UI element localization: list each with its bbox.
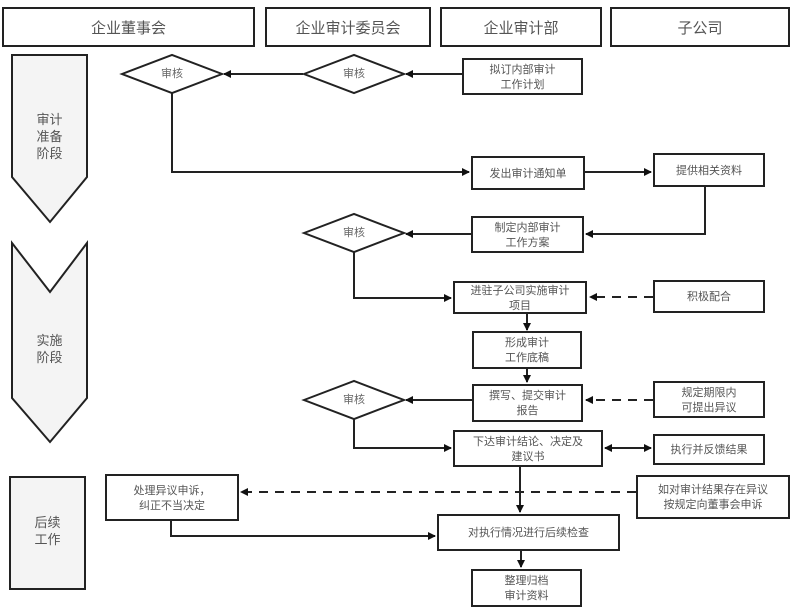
connector [170,521,436,540]
decision-label-committee-2: 审核 [343,226,365,239]
decision-label-committee-1: 审核 [343,67,365,80]
phase-label-preparation: 审计 准备 阶段 [36,113,63,162]
lane-header-subsidiary: 子公司 [610,7,790,47]
lane-header-audit-department: 企业审计部 [440,7,602,47]
decision-diamond-committee-2 [301,212,407,254]
step-execute-feedback: 执行并反馈结果 [653,434,765,465]
step-handle-appeal: 处理异议申诉， 纠正不当决定 [105,474,239,521]
decision-diamond-committee-1 [301,53,407,95]
connector [585,187,706,238]
connector [353,252,452,302]
decision-label-board: 审核 [161,67,183,80]
step-working-papers: 形成审计 工作底稿 [472,331,582,369]
step-archive: 整理归档 审计资料 [471,569,582,607]
decision-label-committee-3: 审核 [343,393,365,406]
step-enter-subsidiary: 进驻子公司实施审计 项目 [453,281,587,314]
lane-header-board: 企业董事会 [2,7,255,47]
step-cooperate: 积极配合 [653,280,765,313]
step-issue-notice: 发出审计通知单 [471,156,585,190]
step-draft-plan: 拟订内部审计 工作计划 [462,58,583,95]
step-make-program: 制定内部审计 工作方案 [471,216,584,253]
step-appeal-to-board: 如对审计结果存在异议 按规定向董事会申诉 [636,475,790,519]
step-write-report: 撰写、提交审计 报告 [472,384,583,422]
step-raise-objection: 规定期限内 可提出异议 [653,381,765,418]
phase-box-follow-up [9,476,86,590]
connector [353,419,452,452]
step-provide-materials: 提供相关资料 [653,153,765,187]
step-issue-conclusion: 下达审计结论、决定及 建议书 [453,430,603,467]
phase-arrow-preparation [11,54,88,224]
phase-label-follow-up: 后续 工作 [34,516,61,548]
phase-chevron-implementation [11,240,88,444]
connector [171,93,470,176]
decision-diamond-board [119,53,225,95]
decision-diamond-committee-3 [301,379,407,421]
step-follow-up-check: 对执行情况进行后续检查 [437,514,620,551]
phase-label-implementation: 实施 阶段 [36,334,63,366]
lane-header-audit-committee: 企业审计委员会 [265,7,431,47]
